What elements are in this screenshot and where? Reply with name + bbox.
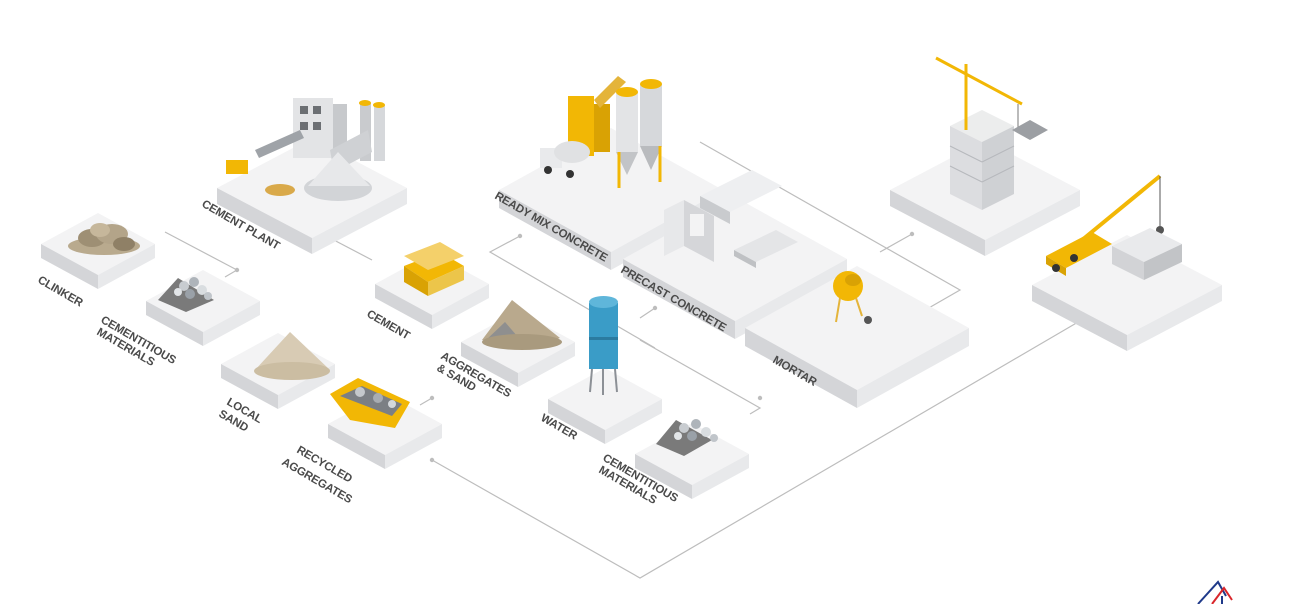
rock-pile-icon — [68, 223, 140, 255]
brand-logo-icon — [1197, 580, 1233, 604]
mortar-mixer-icon — [833, 271, 872, 324]
gravel-pile-icon — [656, 419, 718, 456]
crane-truck-icon — [1046, 174, 1182, 280]
ready-mix-plant-icon — [540, 76, 662, 188]
water-silo-icon — [589, 296, 618, 395]
label-clinker: CLINKER — [36, 274, 86, 310]
gravel-pile-icon — [158, 277, 214, 312]
building-under-construction-icon — [935, 56, 1048, 210]
aggregate-sand-pile-icon — [482, 300, 562, 350]
skip-bin-icon — [330, 378, 410, 428]
cement-bags-icon — [404, 242, 464, 296]
platforms — [41, 128, 1222, 499]
sand-pile-icon — [254, 332, 330, 380]
precast-elements-icon — [664, 170, 798, 268]
cement-plant-icon — [226, 98, 385, 201]
